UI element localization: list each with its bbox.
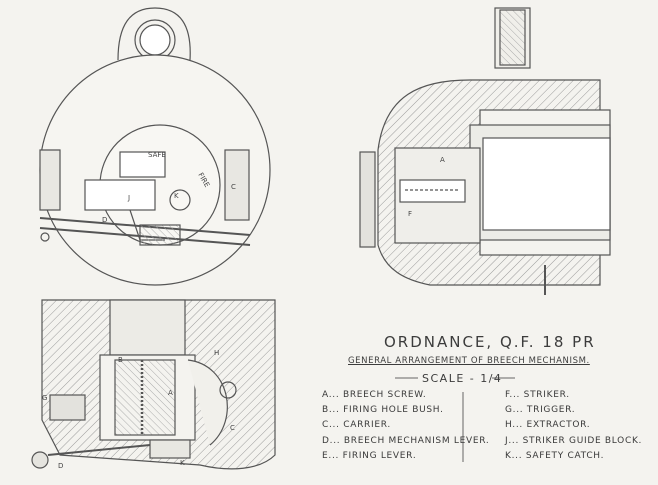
plate-scale: SCALE - 1/4 [422,372,503,385]
legend-item-g: G... TRIGGER. [505,405,576,416]
label-c-bottom: C [230,424,235,432]
label-a-bottom: A [168,389,173,397]
legend-item-b: B... FIRING HOLE BUSH. [322,405,444,416]
label-b-bottom: B [118,356,123,364]
label-c-top: C [231,183,236,191]
label-safe: SAFE [148,151,166,159]
plate-title: ORDNANCE, Q.F. 18 PR [384,333,596,351]
legend-item-c: C... CARRIER. [322,420,391,431]
plate-subtitle: GENERAL ARRANGEMENT OF BREECH MECHANISM. [348,356,590,366]
legend-item-d: D... BREECH MECHANISM LEVER. [322,435,490,446]
legend-item-f: F... STRIKER. [505,390,570,400]
sectional-view [359,7,611,295]
legend-right-column: F... STRIKER. G... TRIGGER. H... EXTRACT… [505,388,642,464]
legend-item-a: A... BREECH SCREW. [322,390,427,400]
legend-left-column: A... BREECH SCREW. B... FIRING HOLE BUSH… [322,388,489,464]
plan-view [31,299,276,470]
label-d-bottom: D [58,462,64,470]
label-g-bottom: G [42,394,48,402]
legend-item-e: E... FIRING LEVER. [322,450,417,461]
front-view [39,7,271,286]
label-h-bottom: H [214,349,220,357]
legend-item-k: K... SAFETY CATCH. [505,450,605,461]
label-d-top: D [102,216,108,224]
label-k-top: K [174,192,179,200]
label-k-bottom: K [180,459,185,467]
label-j-top: J [128,194,131,202]
legend-item-j: J... STRIKER GUIDE BLOCK. [505,435,643,446]
legend-item-h: H... EXTRACTOR. [505,420,591,431]
label-a-right: A [440,156,445,164]
label-f-right: F [408,210,413,218]
